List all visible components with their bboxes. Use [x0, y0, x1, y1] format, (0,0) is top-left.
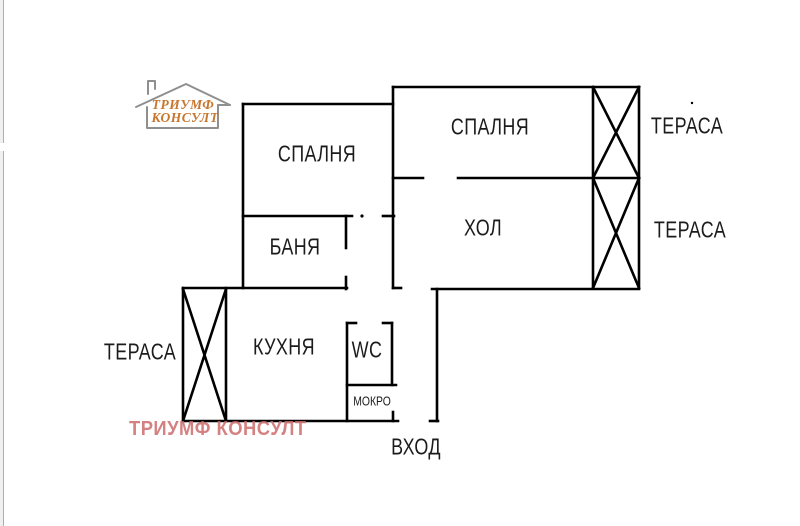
room-label-entrance: ВХОД: [391, 433, 441, 460]
room-label-wc: WC: [351, 336, 383, 363]
room-label-wet-room: МОКРО: [353, 393, 391, 409]
room-label-kitchen: КУХНЯ: [253, 333, 315, 360]
page-edge-bottom: [0, 151, 4, 526]
page-edge-top: [0, 0, 4, 143]
agency-logo: ТРИУМФ КОНСУЛТ: [135, 80, 231, 129]
watermark: ТРИУМФ КОНСУЛТ: [129, 418, 307, 440]
house-icon: [135, 80, 231, 129]
room-label-living-room: ХОЛ: [463, 214, 503, 241]
logo-text-line2: КОНСУЛТ: [150, 110, 218, 125]
room-label-terrace-right-top: ТЕРАСА: [650, 112, 724, 139]
room-label-bathroom: БАНЯ: [269, 233, 321, 260]
room-label-bedroom-right: СПАЛНЯ: [450, 113, 530, 140]
room-label-bedroom-left: СПАЛНЯ: [277, 140, 357, 167]
room-label-terrace-left: ТЕРАСА: [103, 338, 177, 365]
room-label-terrace-right-bottom: ТЕРАСА: [653, 216, 727, 243]
logo-text-line1: ТРИУМФ: [152, 97, 215, 112]
